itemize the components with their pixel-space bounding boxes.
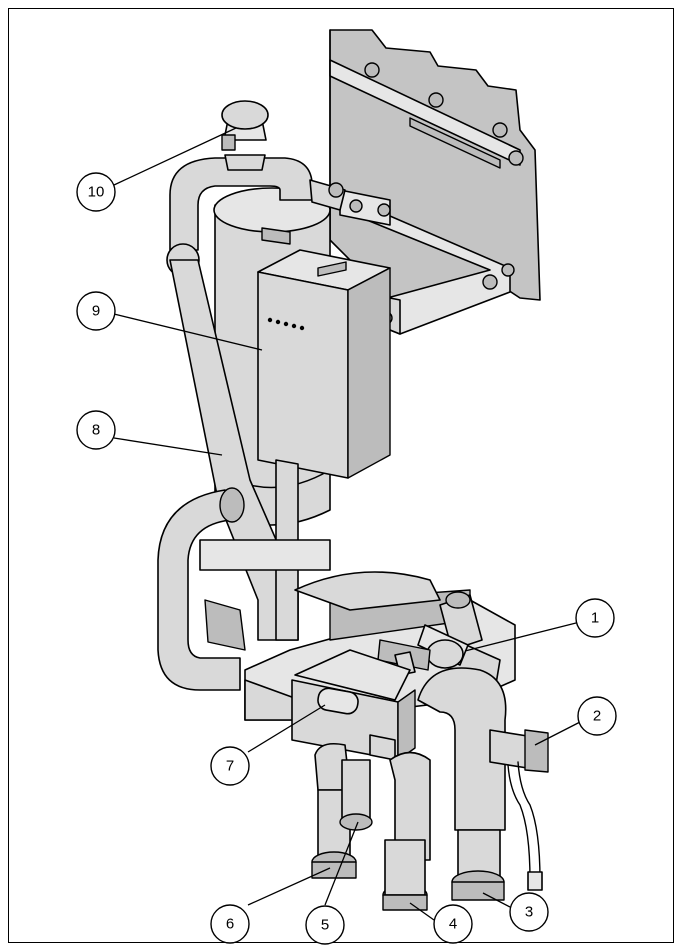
callout-2: 2 bbox=[577, 696, 617, 736]
callout-10-label: 10 bbox=[88, 184, 105, 201]
callout-8-label: 8 bbox=[92, 422, 100, 439]
callout-8: 8 bbox=[76, 410, 116, 450]
callout-2-label: 2 bbox=[593, 708, 601, 725]
callout-7: 7 bbox=[210, 746, 250, 786]
callout-1-label: 1 bbox=[591, 610, 599, 627]
callout-3-label: 3 bbox=[525, 904, 533, 921]
callout-4: 4 bbox=[433, 904, 473, 944]
control-box-body bbox=[257, 249, 391, 479]
callout-5: 5 bbox=[305, 905, 345, 945]
callout-6: 6 bbox=[210, 904, 250, 944]
return-loop-pipe bbox=[157, 487, 331, 691]
pump-housing-body bbox=[291, 649, 416, 761]
callout-1: 1 bbox=[575, 598, 615, 638]
callout-10: 10 bbox=[76, 172, 116, 212]
callout-7-label: 7 bbox=[226, 758, 234, 775]
callout-4-label: 4 bbox=[449, 916, 457, 933]
flow-pipe bbox=[417, 667, 507, 831]
outlet-pipes bbox=[311, 742, 505, 911]
air-vent-pipe bbox=[166, 100, 346, 277]
leader-lines bbox=[113, 127, 583, 921]
callout-6-label: 6 bbox=[226, 916, 234, 933]
mounting-plate bbox=[329, 29, 541, 301]
callout-9-label: 9 bbox=[92, 303, 100, 320]
callout-9: 9 bbox=[76, 291, 116, 331]
callout-3: 3 bbox=[509, 892, 549, 932]
sensor-connector-body bbox=[489, 729, 549, 891]
callout-5-label: 5 bbox=[321, 917, 329, 934]
